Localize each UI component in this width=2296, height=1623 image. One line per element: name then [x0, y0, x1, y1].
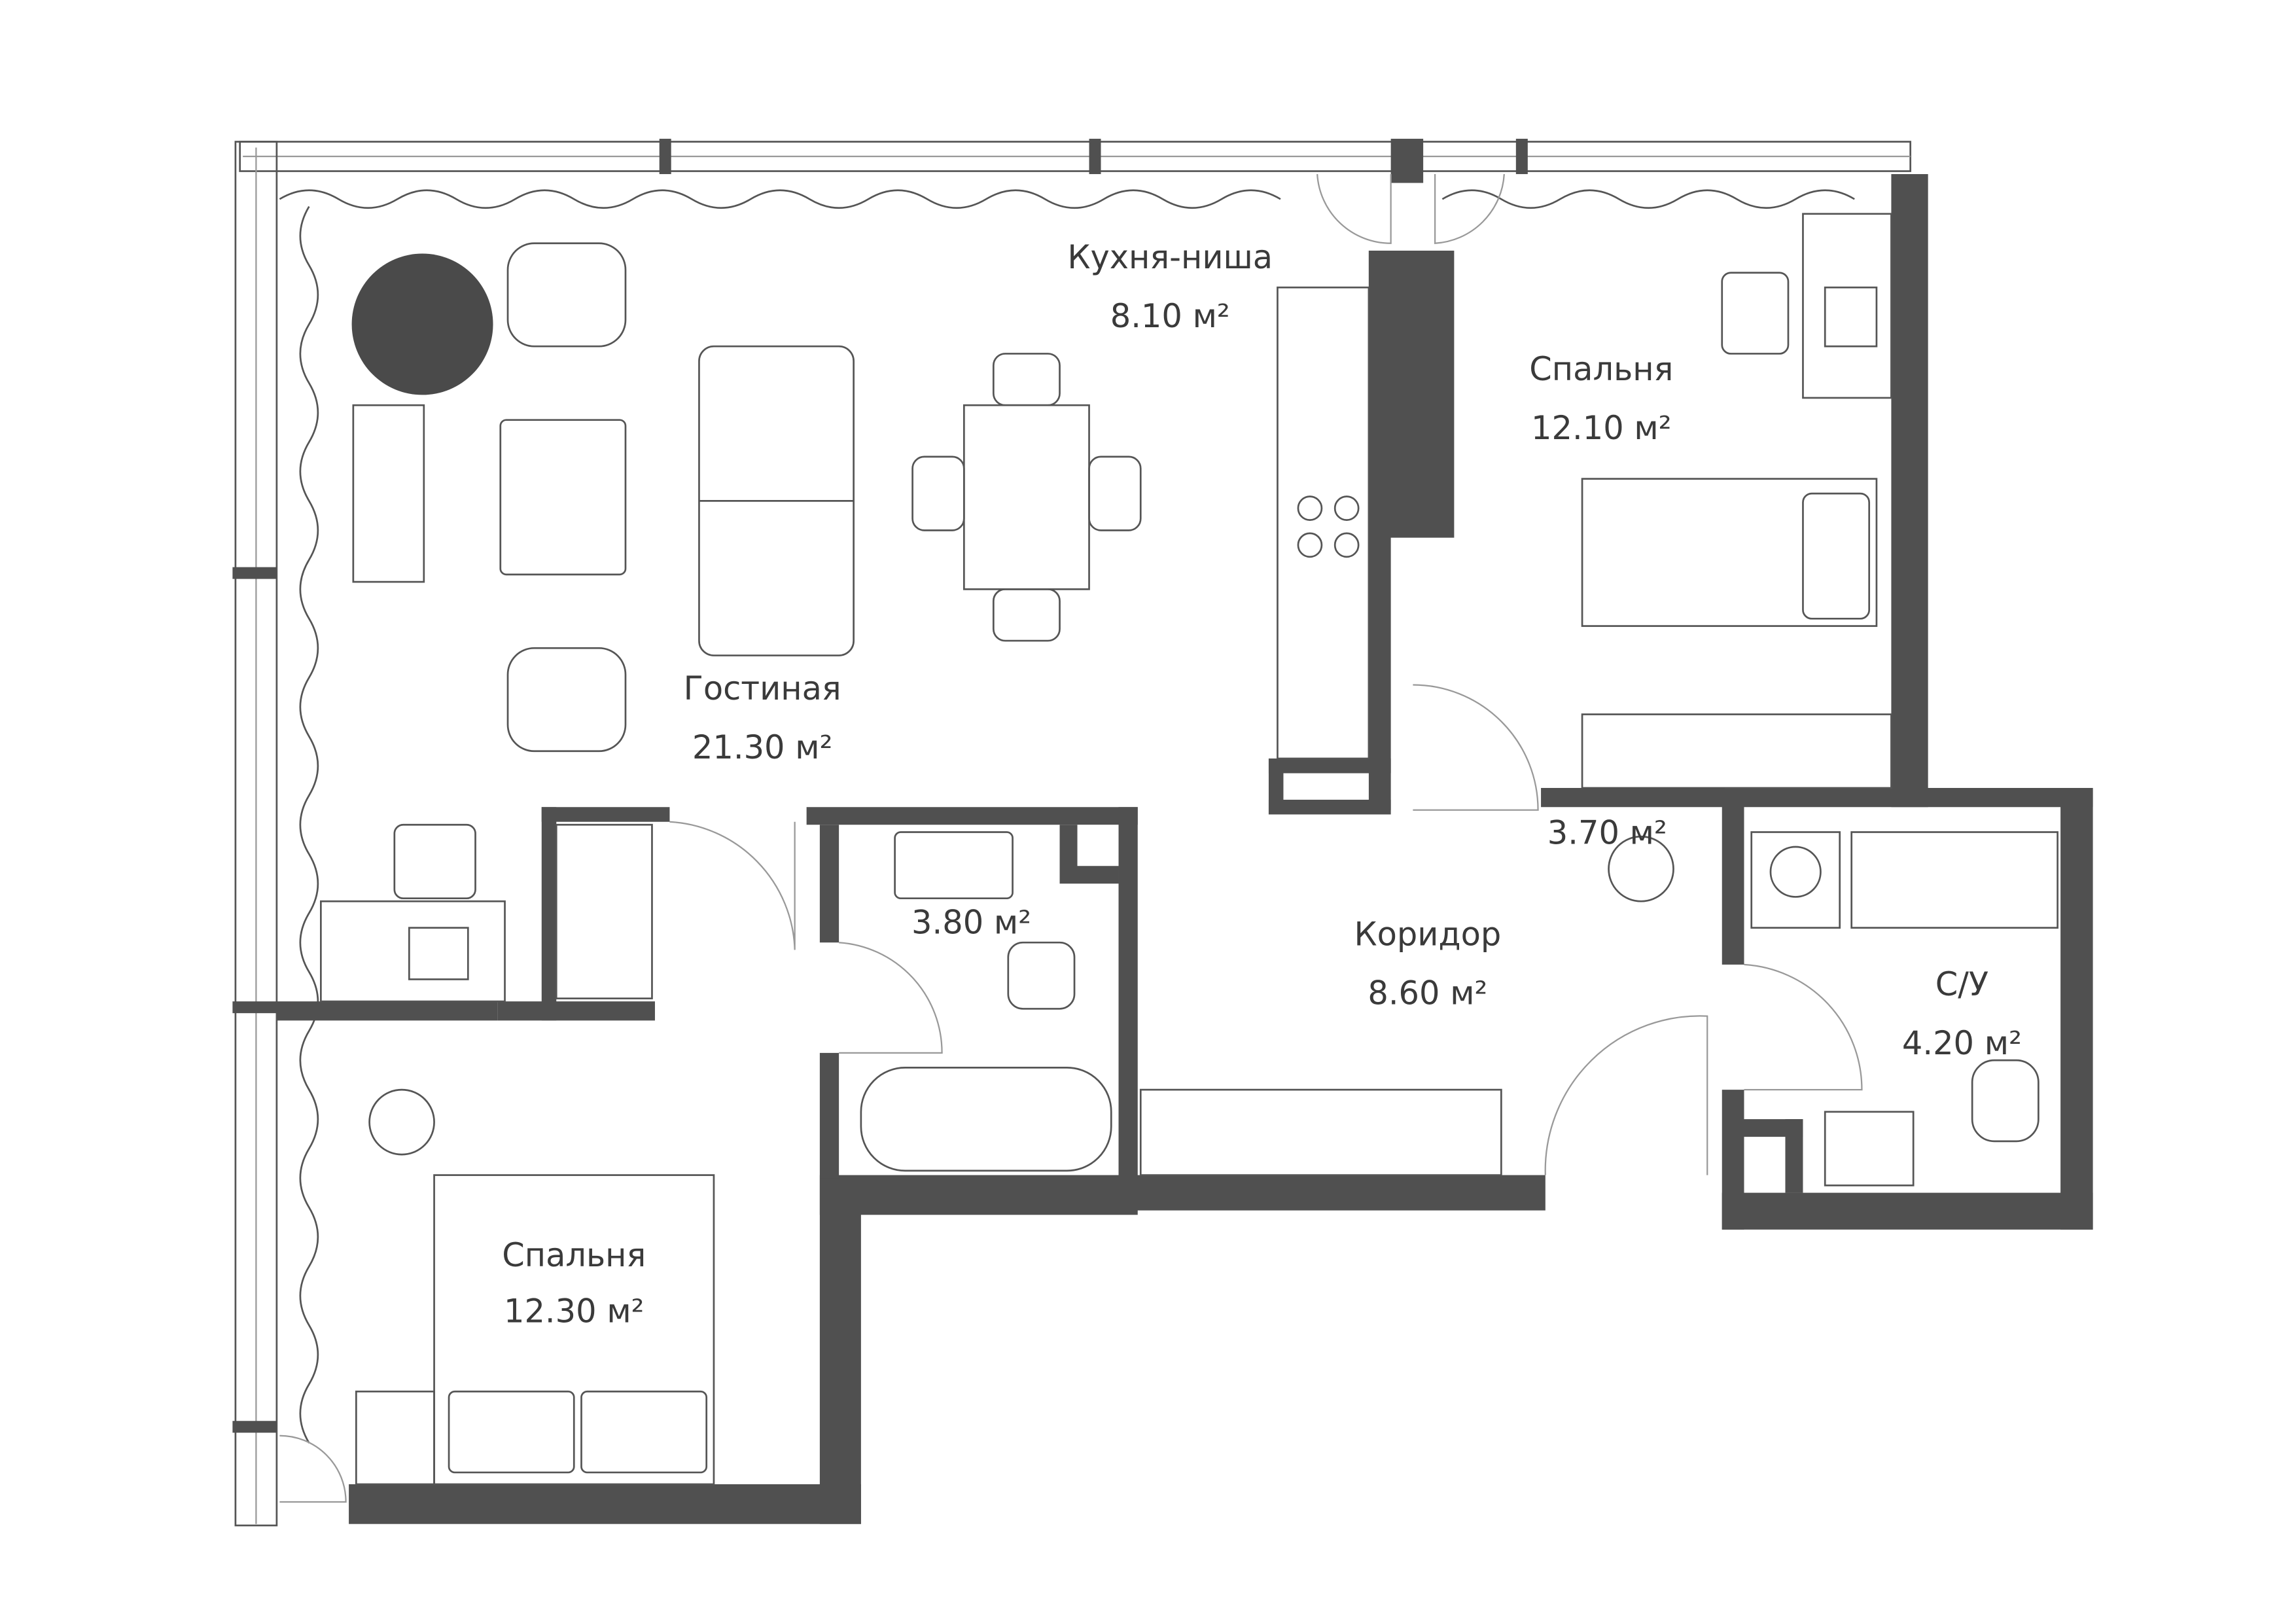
room-area-corridor: 8.60 м²	[1368, 974, 1487, 1012]
room-name-bedroom-1: Спальня	[1529, 350, 1673, 388]
exterior-glazing	[232, 139, 1912, 1527]
room-name-bedroom-2: Спальня	[502, 1236, 646, 1274]
room-area-wc: 4.20 м²	[1902, 1024, 2022, 1062]
room-name-living: Гостиная	[684, 669, 841, 707]
room-area-living: 21.30 м²	[692, 728, 832, 766]
room-name-wc: С/У	[1935, 965, 1988, 1003]
room-area-wardrobe: 3.70 м²	[1547, 813, 1667, 851]
doors	[279, 173, 1863, 1503]
room-labels: Кухня-ниша 8.10 м² Спальня 12.10 м² Гост…	[502, 238, 2022, 1330]
room-name-kitchen: Кухня-ниша	[1067, 238, 1273, 276]
room-area-bedroom-2: 12.30 м²	[504, 1293, 645, 1330]
walls	[276, 174, 2093, 1524]
room-name-corridor: Коридор	[1354, 916, 1501, 954]
room-area-kitchen: 8.10 м²	[1110, 297, 1230, 335]
room-area-bedroom-1: 12.10 м²	[1531, 409, 1672, 447]
room-area-bathroom: 3.80 м²	[911, 904, 1031, 942]
round-table	[351, 253, 493, 395]
furniture	[320, 213, 2058, 1486]
